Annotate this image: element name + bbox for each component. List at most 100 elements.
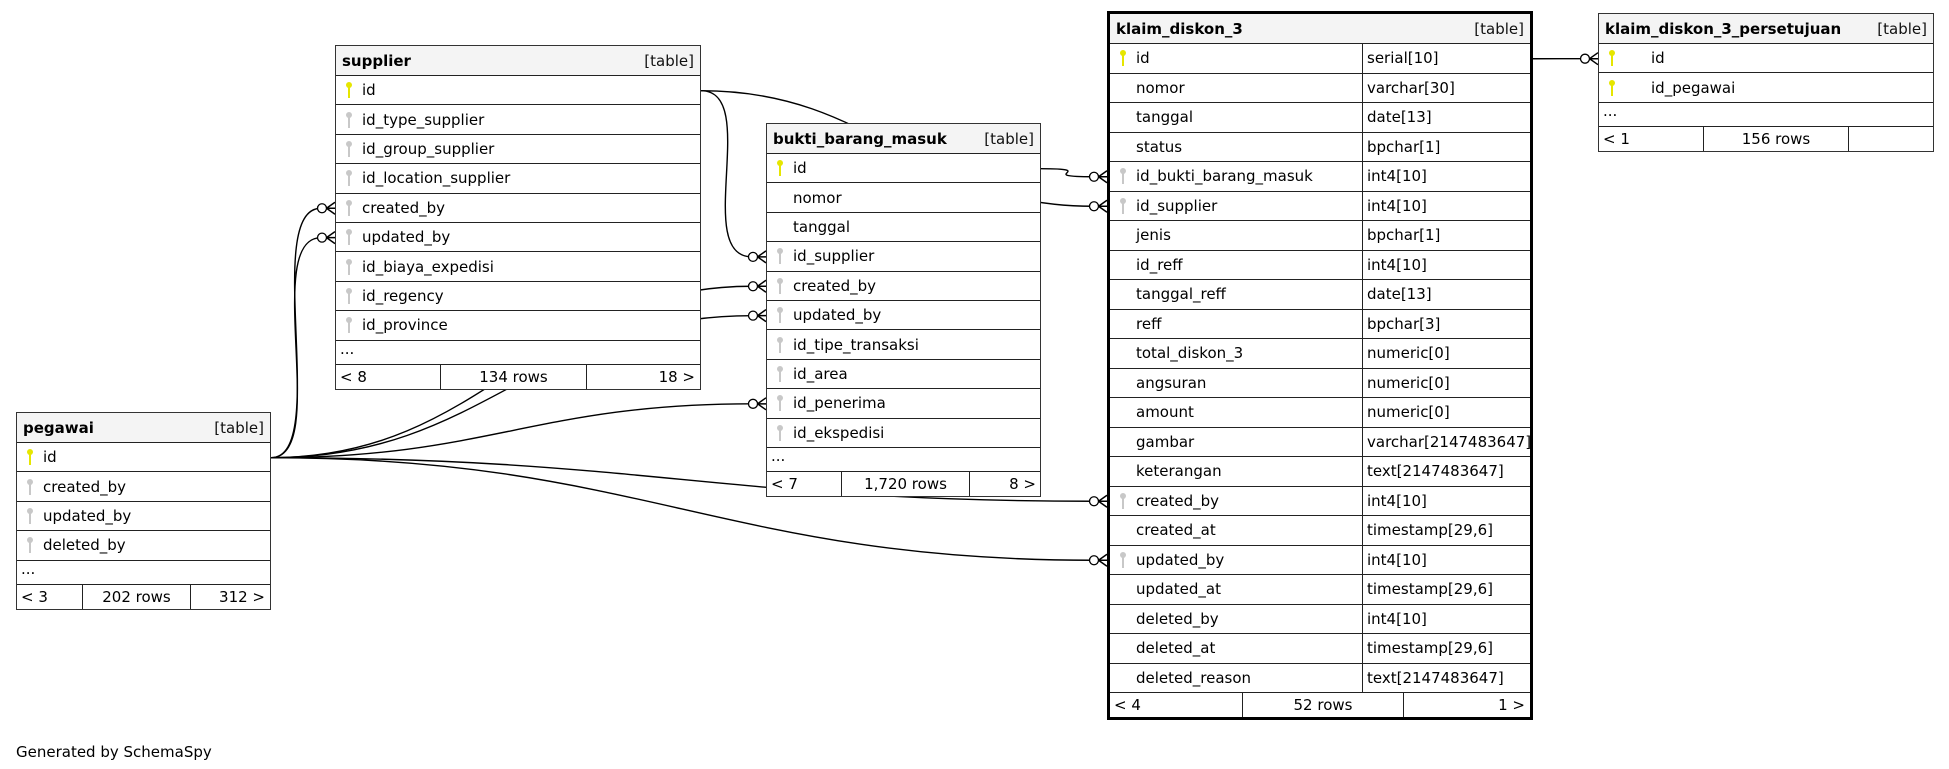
parents-link[interactable]: < 8	[336, 364, 441, 389]
table-name[interactable]: klaim_diskon_3_persetujuan	[1605, 19, 1842, 38]
parents-link[interactable]: < 4	[1110, 693, 1243, 717]
column-row-id-group-supplier[interactable]: id_group_supplier	[336, 135, 700, 165]
foreign-key-icon	[336, 258, 362, 276]
column-type: int4[10]	[1362, 162, 1427, 191]
parents-link[interactable]: < 3	[17, 584, 83, 609]
column-type: bpchar[1]	[1362, 221, 1440, 250]
column-row-tanggal[interactable]: tanggal	[767, 213, 1040, 243]
column-name: updated_by	[1136, 550, 1225, 569]
column-row-nomor[interactable]: nomor	[767, 183, 1040, 213]
column-row-id[interactable]: id	[767, 154, 1040, 184]
parents-link[interactable]: < 7	[767, 471, 842, 496]
children-link[interactable]: 8 >	[1009, 474, 1036, 493]
column-row-id-type-supplier[interactable]: id_type_supplier	[336, 105, 700, 135]
column-type: int4[10]	[1362, 486, 1427, 515]
table-header[interactable]: klaim_diskon_3[table]	[1110, 14, 1530, 44]
column-row-id-regency[interactable]: id_regency	[336, 282, 700, 312]
column-type: numeric[0]	[1362, 398, 1450, 427]
table-name[interactable]: bukti_barang_masuk	[773, 129, 947, 148]
column-name: id_province	[362, 316, 448, 335]
column-row-id[interactable]: id	[336, 76, 700, 106]
column-name: angsuran	[1136, 373, 1207, 392]
column-row-created-by[interactable]: created_by	[767, 272, 1040, 301]
column-name: tanggal_reff	[1136, 285, 1226, 304]
crows-foot-many-icon	[326, 231, 336, 245]
children-link[interactable]	[1849, 127, 1932, 151]
row-count: 134 rows	[441, 364, 587, 389]
column-name: id_area	[793, 364, 848, 383]
table-name[interactable]: pegawai	[23, 418, 94, 437]
relationship-edge	[270, 397, 767, 459]
column-row-id[interactable]: id	[1599, 44, 1933, 74]
optional-marker-icon	[747, 398, 759, 409]
column-row-created-by[interactable]: created_by	[17, 472, 270, 502]
column-name: jenis	[1136, 226, 1171, 245]
column-row-id-ekspedisi[interactable]: id_ekspedisi	[767, 419, 1040, 448]
column-name: id	[793, 159, 807, 178]
parents-link[interactable]: < 1	[1599, 126, 1704, 151]
optional-marker-icon	[316, 232, 328, 243]
table-header[interactable]: bukti_barang_masuk[table]	[767, 124, 1040, 154]
column-type: int4[10]	[1362, 604, 1427, 633]
column-row-created-by[interactable]: created_by	[336, 194, 700, 223]
column-row-id-area[interactable]: id_area	[767, 360, 1040, 390]
column-type: date[13]	[1362, 103, 1432, 132]
foreign-key-icon	[17, 536, 43, 554]
children-link[interactable]: 1 >	[1498, 696, 1525, 714]
column-row-id-pegawai[interactable]: id_pegawai	[1599, 73, 1933, 103]
column-row-updated-by[interactable]: updated_by	[767, 301, 1040, 331]
column-row-id-biaya-expedisi[interactable]: id_biaya_expedisi	[336, 252, 700, 282]
column-row-id-province[interactable]: id_province	[336, 311, 700, 341]
column-name: nomor	[1136, 78, 1185, 97]
row-count: 52 rows	[1243, 693, 1404, 717]
primary-key-icon	[17, 448, 43, 466]
column-row-id-location-supplier[interactable]: id_location_supplier	[336, 164, 700, 194]
crows-foot-many-icon	[1098, 494, 1108, 508]
crows-foot-many-icon	[757, 309, 767, 323]
children-link[interactable]: 18 >	[658, 367, 695, 386]
column-name: created_by	[43, 477, 127, 496]
column-row-updated-by[interactable]: updated_by	[17, 502, 270, 532]
children-link[interactable]: 312 >	[219, 587, 265, 606]
column-row-deleted-by[interactable]: deleted_by	[17, 531, 270, 561]
column-row-jenis[interactable]: jenis bpchar[1]	[1110, 221, 1530, 251]
foreign-key-icon	[336, 140, 362, 158]
table-header[interactable]: supplier[table]	[336, 46, 700, 76]
more-columns-indicator: ...	[1599, 103, 1933, 127]
table-name[interactable]: supplier	[342, 51, 411, 70]
column-row-id[interactable]: id	[17, 443, 270, 473]
table-name[interactable]: klaim_diskon_3	[1116, 19, 1243, 38]
column-row-id-supplier[interactable]: id_supplier	[767, 242, 1040, 272]
table-header[interactable]: klaim_diskon_3_persetujuan[table]	[1599, 14, 1933, 44]
table-header[interactable]: pegawai[table]	[17, 413, 270, 443]
column-row-id-tipe-transaksi[interactable]: id_tipe_transaksi	[767, 330, 1040, 360]
column-row-id-penerima[interactable]: id_penerima	[767, 389, 1040, 419]
column-row-updated-by[interactable]: updated_by	[336, 223, 700, 253]
